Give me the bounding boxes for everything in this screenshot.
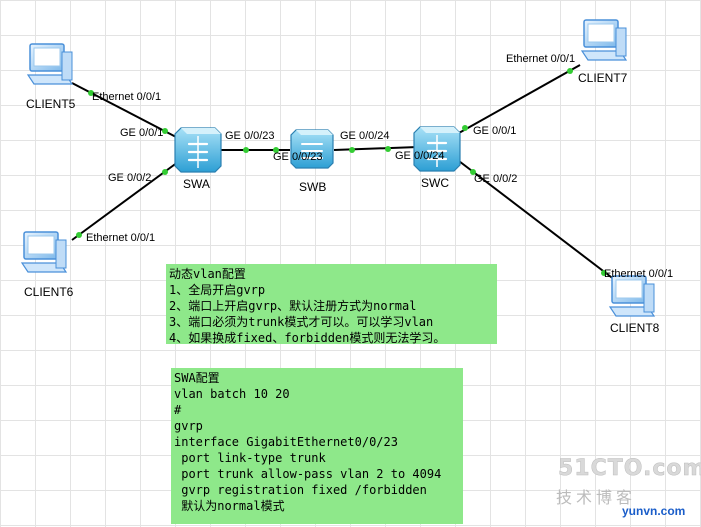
client5-label: CLIENT5 <box>26 97 76 111</box>
swa-ge2-label: GE 0/0/2 <box>108 172 151 184</box>
client7-port-label: Ethernet 0/0/1 <box>506 53 575 65</box>
client5-port-label: Ethernet 0/0/1 <box>92 91 161 103</box>
swc-ge1-label: GE 0/0/1 <box>473 125 516 137</box>
config-line: port trunk allow-pass vlan 2 to 4094 <box>174 467 442 481</box>
note-line: 2、端口上开启gvrp、默认注册方式为normal <box>169 299 417 313</box>
note-line: 4、如果换成fixed、forbidden模式则无法学习。 <box>169 331 446 345</box>
port-dot <box>601 270 607 276</box>
swb-ge24-label: GE 0/0/24 <box>340 130 390 142</box>
swa-label: SWA <box>183 177 210 191</box>
client5-pc-icon[interactable] <box>26 43 74 85</box>
port-dot <box>243 147 249 153</box>
watermark-text: 技术博客 <box>556 488 637 507</box>
note-line: 1、全局开启gvrp <box>169 283 266 297</box>
client7-pc-icon[interactable] <box>580 19 628 61</box>
swb-label: SWB <box>299 180 326 194</box>
swc-switch-icon[interactable] <box>413 126 461 172</box>
watermark: 51CTO.com 技术博客 yunvn.com <box>556 456 701 522</box>
config-line: SWA配置 <box>174 371 220 385</box>
note-line: 3、端口必须为trunk模式才可以。可以学习vlan <box>169 315 434 329</box>
port-dot <box>567 68 573 74</box>
swb-ge23-label: GE 0/0/23 <box>273 151 323 163</box>
client6-pc-icon[interactable] <box>20 231 68 273</box>
config-line: # <box>174 403 182 417</box>
client8-pc-icon[interactable] <box>608 275 656 317</box>
client6-label: CLIENT6 <box>24 285 74 299</box>
swb-switch-icon[interactable] <box>290 129 334 169</box>
config-line: interface GigabitEthernet0/0/23 <box>174 435 398 449</box>
link-swc-client7 <box>449 64 581 139</box>
port-dot <box>349 147 355 153</box>
port-dot <box>88 90 94 96</box>
port-dot <box>385 146 391 152</box>
port-dot <box>76 232 82 238</box>
config-line: 默认为normal模式 <box>174 499 285 513</box>
config-line: vlan batch 10 20 <box>174 387 290 401</box>
watermark-site: 51CTO.com <box>558 456 701 482</box>
port-dot <box>470 169 476 175</box>
swc-ge2-label: GE 0/0/2 <box>474 173 517 185</box>
link-client6-swa <box>71 161 179 241</box>
client7-label: CLIENT7 <box>578 71 628 85</box>
swc-label: SWC <box>421 176 449 190</box>
gvrp-notes-box: 动态vlan配置 1、全局开启gvrp 2、端口上开启gvrp、默认注册方式为n… <box>166 264 497 345</box>
port-dot <box>273 147 279 153</box>
client8-port-label: Ethernet 0/0/1 <box>604 268 673 280</box>
link-swc-client8 <box>454 157 616 281</box>
client8-label: CLIENT8 <box>610 321 660 335</box>
port-dot <box>162 169 168 175</box>
link-swb-swc <box>333 146 419 151</box>
links <box>71 64 616 281</box>
config-line: gvrp registration fixed /forbidden <box>174 483 427 497</box>
swa-ge1-label: GE 0/0/1 <box>120 127 163 139</box>
swa-ge23-label: GE 0/0/23 <box>225 130 275 142</box>
config-line: gvrp <box>174 419 203 433</box>
port-dots <box>76 68 607 276</box>
config-line: port link-type trunk <box>174 451 326 465</box>
client6-port-label: Ethernet 0/0/1 <box>86 232 155 244</box>
swa-switch-icon[interactable] <box>174 127 222 173</box>
port-dot <box>162 128 168 134</box>
swa-config-box: SWA配置 vlan batch 10 20 # gvrp interface … <box>171 368 463 524</box>
note-line: 动态vlan配置 <box>169 267 246 281</box>
swc-ge24-label: GE 0/0/24 <box>395 150 445 162</box>
watermark-url: yunvn.com <box>622 504 686 518</box>
port-dot <box>462 125 468 131</box>
